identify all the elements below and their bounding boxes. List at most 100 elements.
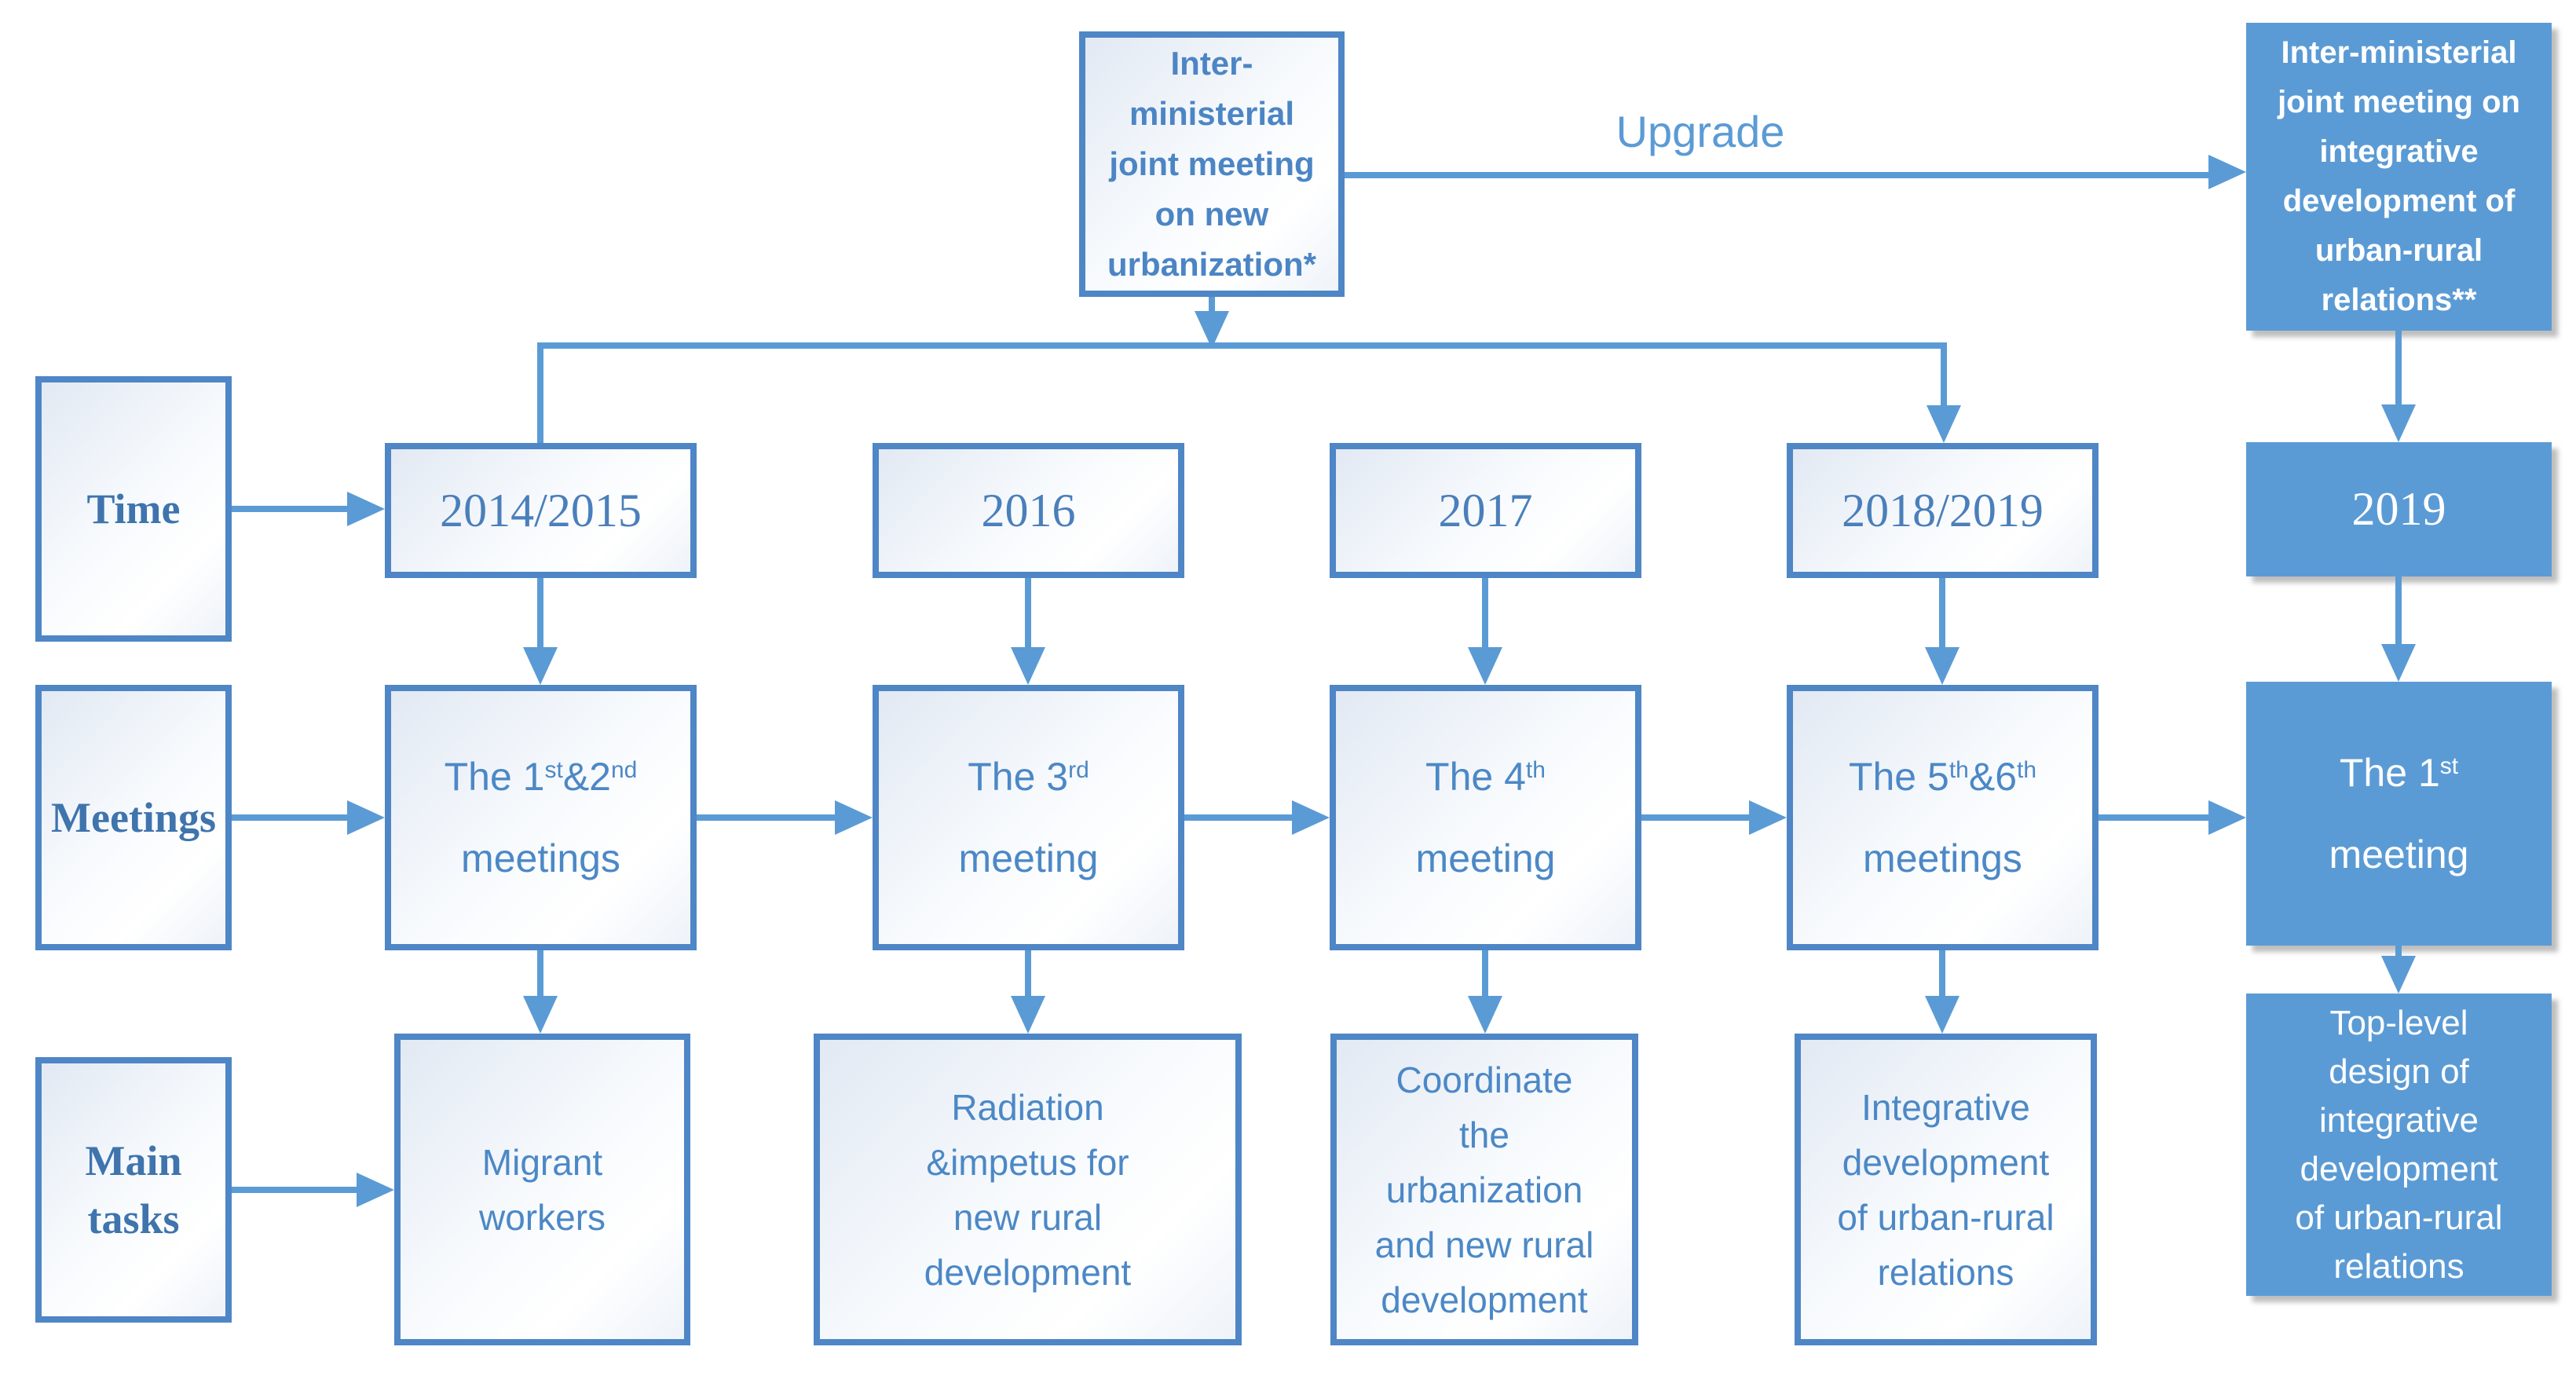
task-line: Top-level xyxy=(2329,1003,2468,1042)
main-tasks-label-line: Main xyxy=(85,1137,182,1184)
col2-time-meeting-arrow-icon xyxy=(1011,647,1045,685)
meeting-box-5th-6th: The 5th&6th meetings xyxy=(1787,685,2098,950)
task-line: &impetus for xyxy=(926,1141,1129,1183)
task-line: relations xyxy=(2333,1246,2464,1286)
time-label-arrow-head-icon xyxy=(347,492,385,526)
meeting-title: The 3rd xyxy=(968,755,1089,799)
right-col-upgraded-2019-line xyxy=(2395,330,2402,404)
task-line: integrative xyxy=(2318,1100,2479,1140)
col1-meeting-task-line xyxy=(537,950,543,999)
task-line: Migrant xyxy=(481,1141,603,1183)
upgraded-line: development of xyxy=(2282,184,2516,218)
year-box-2018-2019: 2018/2019 xyxy=(1787,443,2098,578)
time-label-arrow-line xyxy=(232,506,350,512)
origin-line: ministerial xyxy=(1129,95,1295,132)
origin-line: joint meeting xyxy=(1109,145,1315,182)
distribution-right-arrow-icon xyxy=(1927,405,1961,443)
meeting-title: The 4th xyxy=(1425,755,1546,799)
meetings-row-label-text: Meetings xyxy=(51,794,216,841)
task-box-top-level-design: Top-level design of integrative developm… xyxy=(2246,994,2552,1296)
task-line: of urban-rural xyxy=(2295,1198,2503,1237)
upgrade-arrow-line xyxy=(1345,172,2208,178)
task-line: the xyxy=(1459,1114,1509,1155)
upgraded-meeting-box: Inter-ministerial joint meeting on integ… xyxy=(2246,23,2552,331)
main-tasks-label-line: tasks xyxy=(87,1195,180,1242)
meeting-title: The 5th&6th xyxy=(1848,755,2037,799)
upgrade-label: Upgrade xyxy=(1615,107,1785,156)
meeting-title: The 1st xyxy=(2339,751,2459,795)
col2-meeting-task-line xyxy=(1025,950,1031,999)
col2-meeting-task-arrow-icon xyxy=(1011,996,1045,1034)
meeting-subtitle: meeting xyxy=(958,836,1099,880)
meeting3-4-arrow-head-icon xyxy=(1749,800,1787,835)
year-text: 2016 xyxy=(981,484,1076,536)
year-box-2017: 2017 xyxy=(1330,443,1641,578)
year-box-2016: 2016 xyxy=(873,443,1184,578)
main-tasks-label-arrow-line xyxy=(232,1187,360,1193)
task-box-radiation-impetus: Radiation &impetus for new rural develop… xyxy=(814,1034,1242,1345)
distribution-right-drop xyxy=(1941,342,1947,408)
upgraded-line: joint meeting on xyxy=(2278,85,2520,119)
right-col-meeting-task-line xyxy=(2395,945,2402,959)
year-box-2019-upgraded: 2019 xyxy=(2246,442,2552,576)
upgraded-line: Inter-ministerial xyxy=(2281,35,2517,70)
year-text: 2018/2019 xyxy=(1842,484,2044,536)
task-line: development xyxy=(2300,1149,2498,1188)
meetings-row-label: Meetings xyxy=(35,685,232,950)
upgraded-line: relations** xyxy=(2321,283,2477,317)
main-tasks-label-arrow-head-icon xyxy=(357,1173,394,1207)
task-line: development xyxy=(924,1251,1132,1293)
year-text: 2017 xyxy=(1438,484,1533,536)
meeting1-2-arrow-head-icon xyxy=(835,800,873,835)
col3-meeting-task-line xyxy=(1482,950,1488,999)
upgrade-arrow-head-icon xyxy=(2208,155,2246,189)
meeting2-3-arrow-line xyxy=(1184,814,1295,821)
meeting-subtitle: meeting xyxy=(1415,836,1556,880)
meeting-subtitle: meeting xyxy=(2329,833,2469,876)
meeting-subtitle: meetings xyxy=(1863,836,2022,880)
task-line: development xyxy=(1842,1141,2050,1183)
year-text: 2014/2015 xyxy=(440,484,642,536)
meeting-subtitle: meetings xyxy=(461,836,620,880)
upgraded-line: urban-rural xyxy=(2314,233,2483,268)
origin-line: on new xyxy=(1154,196,1269,232)
task-line: of urban-rural xyxy=(1837,1196,2055,1238)
meeting-box-3rd: The 3rd meeting xyxy=(873,685,1184,950)
col2-time-meeting-line xyxy=(1025,578,1031,650)
meeting2-3-arrow-head-icon xyxy=(1292,800,1330,835)
task-box-migrant-workers: Migrant workers xyxy=(394,1034,690,1345)
meeting-title: The 1st&2nd xyxy=(444,755,638,799)
task-line: new rural xyxy=(953,1196,1103,1238)
col4-time-meeting-line xyxy=(1939,578,1945,650)
col1-meeting-task-arrow-icon xyxy=(523,996,558,1034)
col4-meeting-task-arrow-icon xyxy=(1925,996,1959,1034)
right-col-meeting-task-arrow-icon xyxy=(2381,956,2416,994)
task-line: relations xyxy=(1877,1251,2014,1293)
meeting-box-4th: The 4th meeting xyxy=(1330,685,1641,950)
origin-line: Inter- xyxy=(1170,45,1253,82)
task-line: workers xyxy=(478,1196,606,1238)
meeting-box-1st-2nd: The 1st&2nd meetings xyxy=(385,685,697,950)
task-box-integrative-development: Integrative development of urban-rural r… xyxy=(1795,1034,2097,1345)
meeting3-4-arrow-line xyxy=(1641,814,1752,821)
task-line: Integrative xyxy=(1861,1086,2030,1128)
main-tasks-row-label: Main tasks xyxy=(35,1057,232,1323)
origin-line: urbanization* xyxy=(1107,246,1316,283)
origin-down-line xyxy=(1209,297,1215,314)
col1-time-meeting-line xyxy=(537,578,543,650)
task-box-coordinate-urbanization: Coordinate the urbanization and new rura… xyxy=(1330,1034,1638,1345)
meetings-label-arrow-head-icon xyxy=(347,800,385,835)
col1-time-meeting-arrow-icon xyxy=(523,647,558,685)
origin-meeting-box: Inter- ministerial joint meeting on new … xyxy=(1079,31,1345,297)
task-line: Radiation xyxy=(951,1086,1104,1128)
time-row-label-text: Time xyxy=(86,485,181,532)
task-line: development xyxy=(1381,1279,1588,1320)
col3-time-meeting-line xyxy=(1482,578,1488,650)
distribution-line xyxy=(537,342,1947,349)
col4-meeting-task-line xyxy=(1939,950,1945,999)
meeting-box-upgraded-1st: The 1st meeting xyxy=(2246,682,2552,946)
distribution-left-drop xyxy=(537,342,543,443)
task-line: and new rural xyxy=(1374,1224,1594,1265)
task-line: design of xyxy=(2329,1052,2469,1091)
